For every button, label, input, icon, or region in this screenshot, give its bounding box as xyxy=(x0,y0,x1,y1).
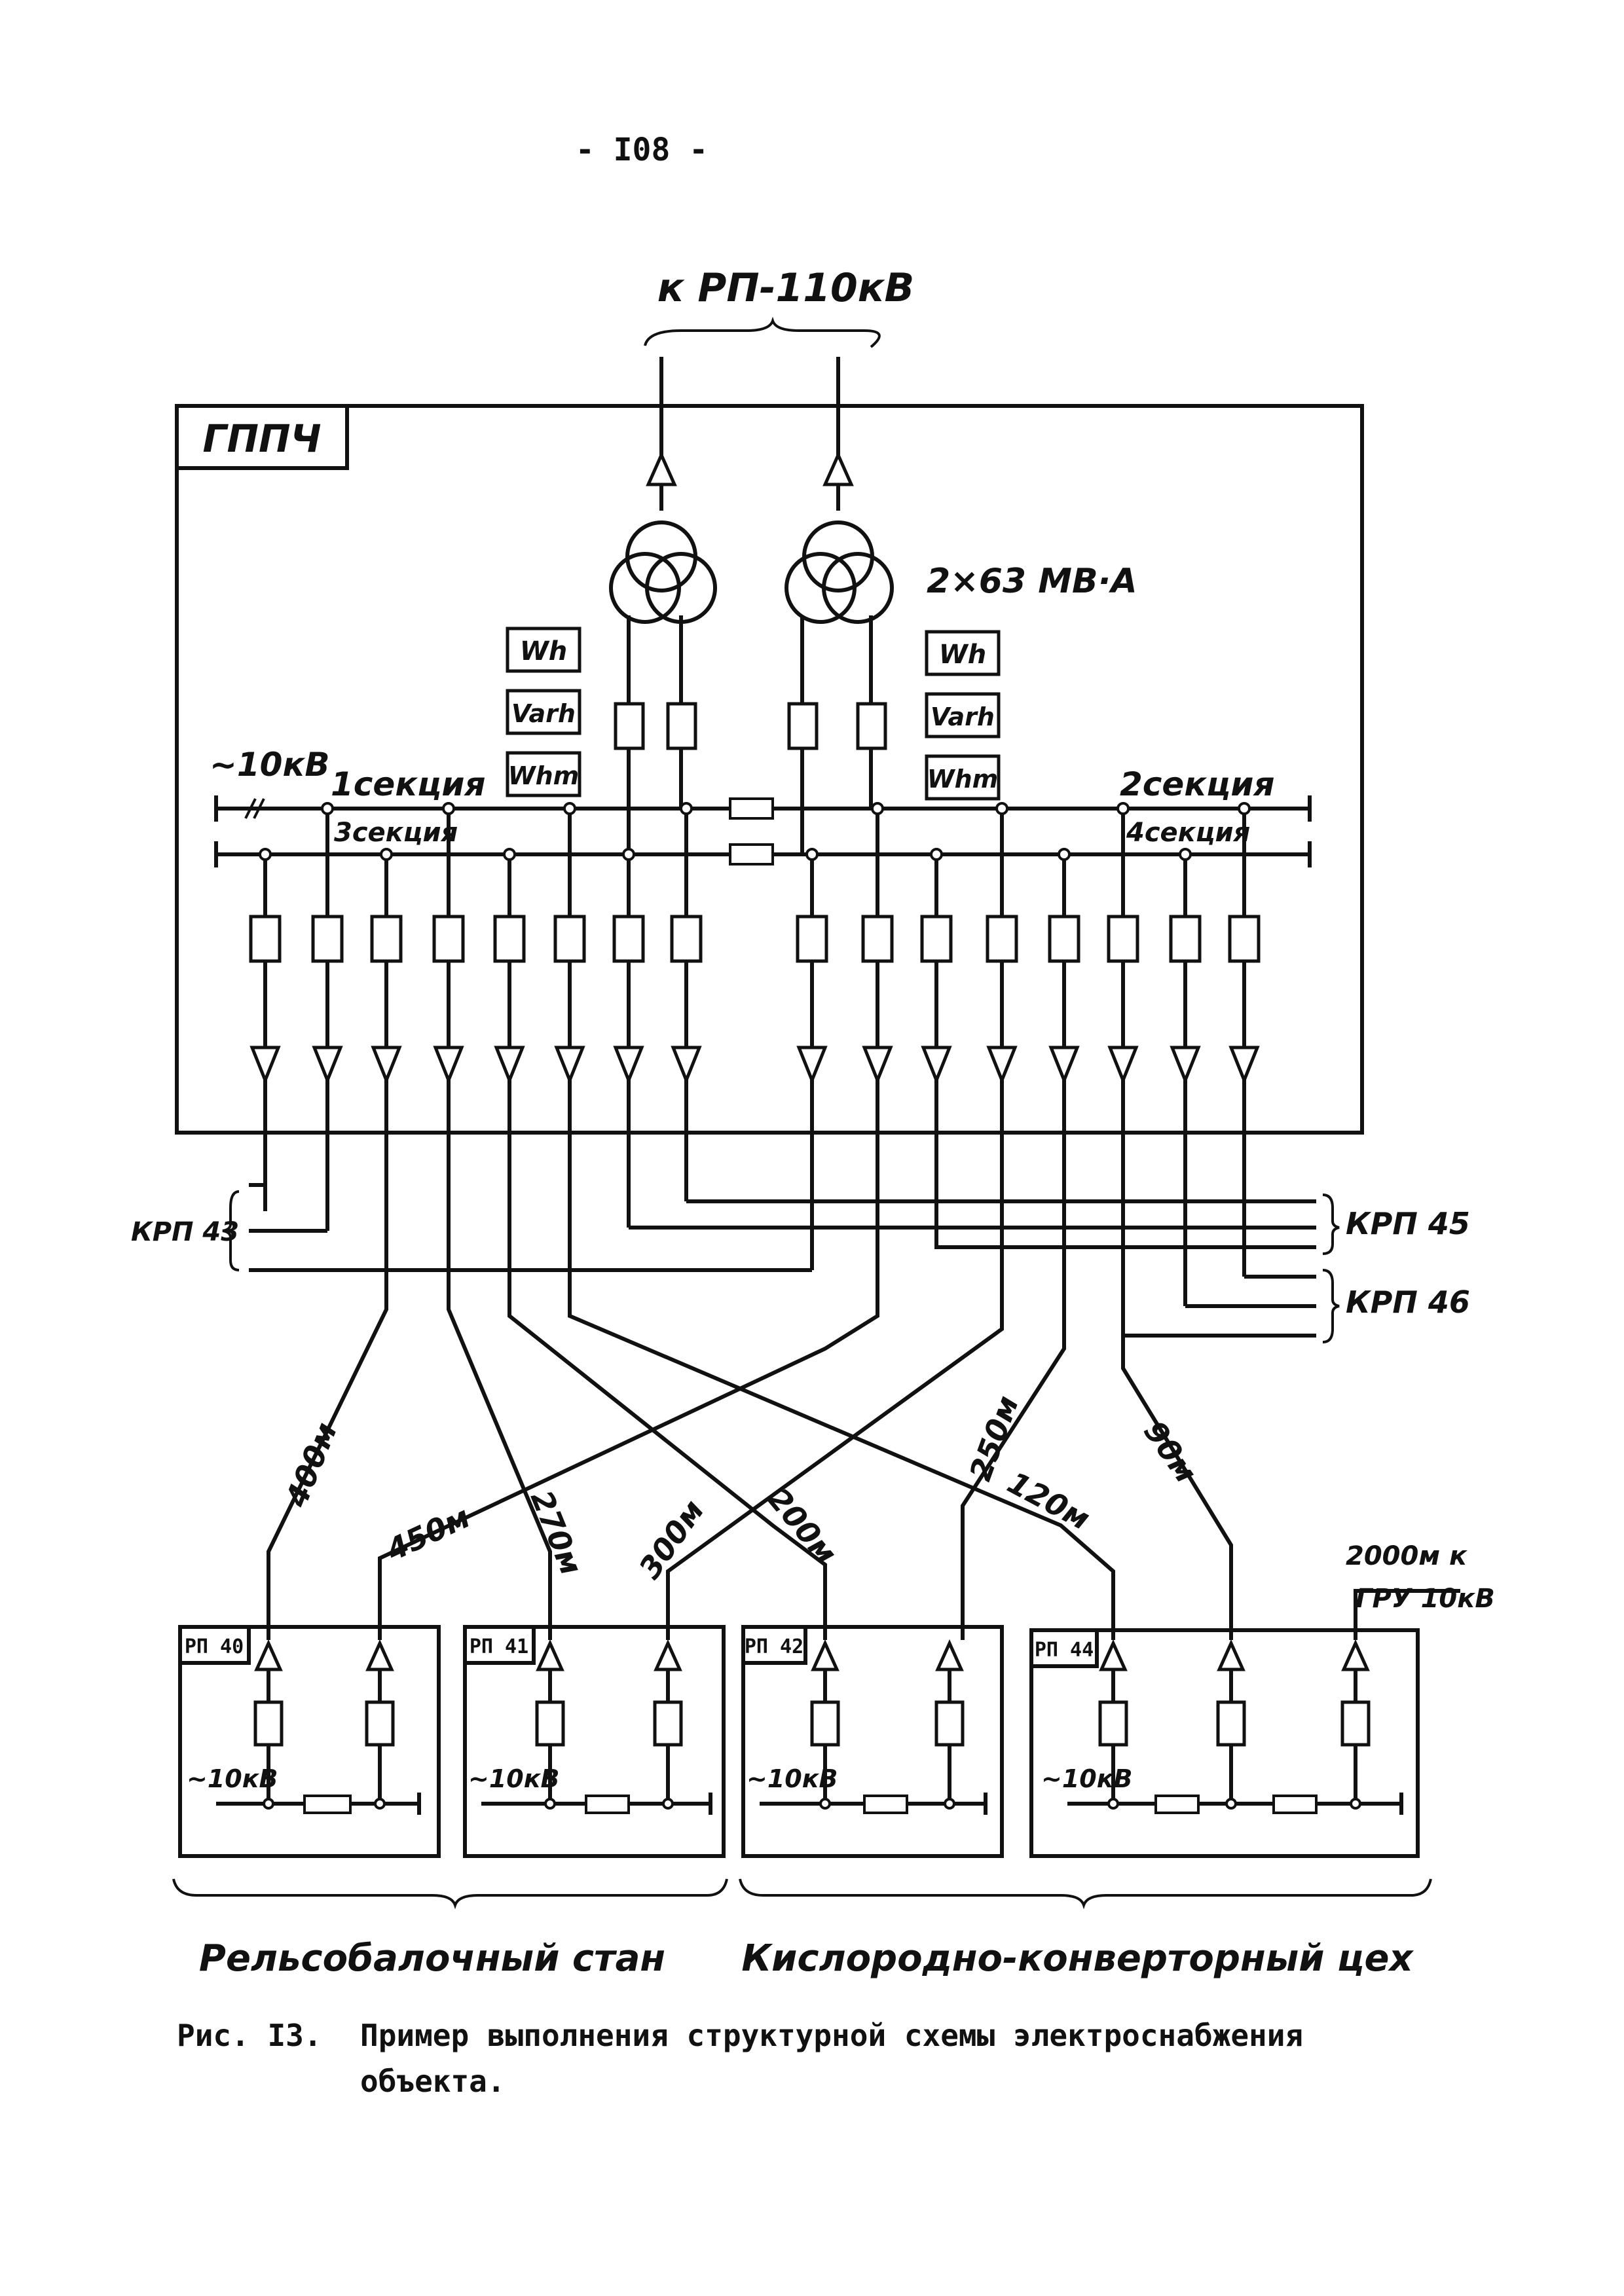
bus-voltage-label: ~10кВ xyxy=(210,746,330,784)
krp-46-label: КРП 46 xyxy=(1346,1285,1470,1320)
transformer-2 xyxy=(784,520,894,624)
substation-rp41-voltage: ~10кВ xyxy=(468,1764,559,1793)
krp-45-label: КРП 45 xyxy=(1346,1206,1470,1241)
substation-rp40-voltage: ~10кВ xyxy=(187,1764,278,1793)
cable-length-300: 300м xyxy=(632,1493,711,1585)
transformer-leads xyxy=(614,615,887,854)
substation-rp40: РП 40 ~10кВ xyxy=(178,1625,441,1858)
meter-group-right: Wh Varh Whm xyxy=(925,630,1001,801)
external-connections xyxy=(222,1183,1340,1343)
cable-length-450: 450м xyxy=(380,1499,475,1569)
meter-whm-left: Whm xyxy=(508,761,580,790)
cable-length-120: 120м xyxy=(1002,1465,1096,1537)
caption-text-line1: Пример выполнения структурной схемы элек… xyxy=(360,2018,1303,2053)
section-2-label: 2секция xyxy=(1120,765,1274,803)
substation-rp44-voltage: ~10кВ xyxy=(1041,1764,1132,1793)
top-feed-label: к РП-110кВ xyxy=(657,265,914,311)
extra-link-target: ГРУ 10кВ xyxy=(1356,1584,1495,1614)
substation-rp42-name: РП 42 xyxy=(745,1635,803,1658)
main-station-label-box xyxy=(175,404,349,470)
substation-rp41: РП 41 ~10кВ xyxy=(463,1625,726,1858)
group-brace-left xyxy=(172,1878,728,1910)
section-3-label: 3секция xyxy=(334,818,458,848)
group-brace-right xyxy=(739,1878,1432,1910)
cable-length-270: 270м xyxy=(524,1485,589,1580)
page-number: - I08 - xyxy=(576,132,708,168)
incoming-arrow-1 xyxy=(646,450,677,486)
substation-rp40-name: РП 40 xyxy=(185,1635,244,1658)
extra-link-length: 2000м к xyxy=(1346,1541,1467,1571)
meter-wh-left: Wh xyxy=(520,636,568,666)
transformer-rating: 2×63 МВ·А xyxy=(927,562,1137,601)
section-4-label: 4секция xyxy=(1126,818,1250,848)
feeder-columns xyxy=(249,802,1261,1336)
substation-rp42: РП 42 ~10кВ xyxy=(741,1625,1004,1858)
cable-length-90: 90м xyxy=(1137,1414,1204,1489)
meter-varh-left: Varh xyxy=(511,699,576,728)
substation-rp42-voltage: ~10кВ xyxy=(747,1764,838,1793)
busbar-lower xyxy=(214,841,1312,867)
cable-routes xyxy=(267,1270,1460,1640)
top-feed-brace xyxy=(644,316,881,348)
incoming-arrow-2 xyxy=(822,450,854,486)
meter-wh-right: Wh xyxy=(939,640,987,670)
meter-group-left: Wh Varh Whm xyxy=(506,627,581,797)
caption-label: Рис. I3. xyxy=(177,2018,322,2053)
meter-varh-right: Varh xyxy=(931,702,995,731)
caption-text-line2: объекта. xyxy=(360,2064,506,2099)
main-station-name: ГППЧ xyxy=(203,416,322,461)
group-label-right: Кислородно-конверторный цех xyxy=(741,1937,1414,1980)
section-1-label: 1секция xyxy=(331,765,485,803)
krp-43-label: КРП 43 xyxy=(131,1217,239,1247)
meter-whm-right: Whm xyxy=(927,765,999,793)
substation-rp41-name: РП 41 xyxy=(470,1635,528,1658)
substation-rp44-name: РП 44 xyxy=(1035,1639,1094,1662)
substation-rp44: РП 44 ~10кВ xyxy=(1029,1628,1420,1858)
transformer-1 xyxy=(609,520,717,624)
cable-length-400: 400м xyxy=(278,1417,344,1512)
main-station-frame xyxy=(175,404,1364,1135)
group-label-left: Рельсобалочный стан xyxy=(199,1937,665,1980)
